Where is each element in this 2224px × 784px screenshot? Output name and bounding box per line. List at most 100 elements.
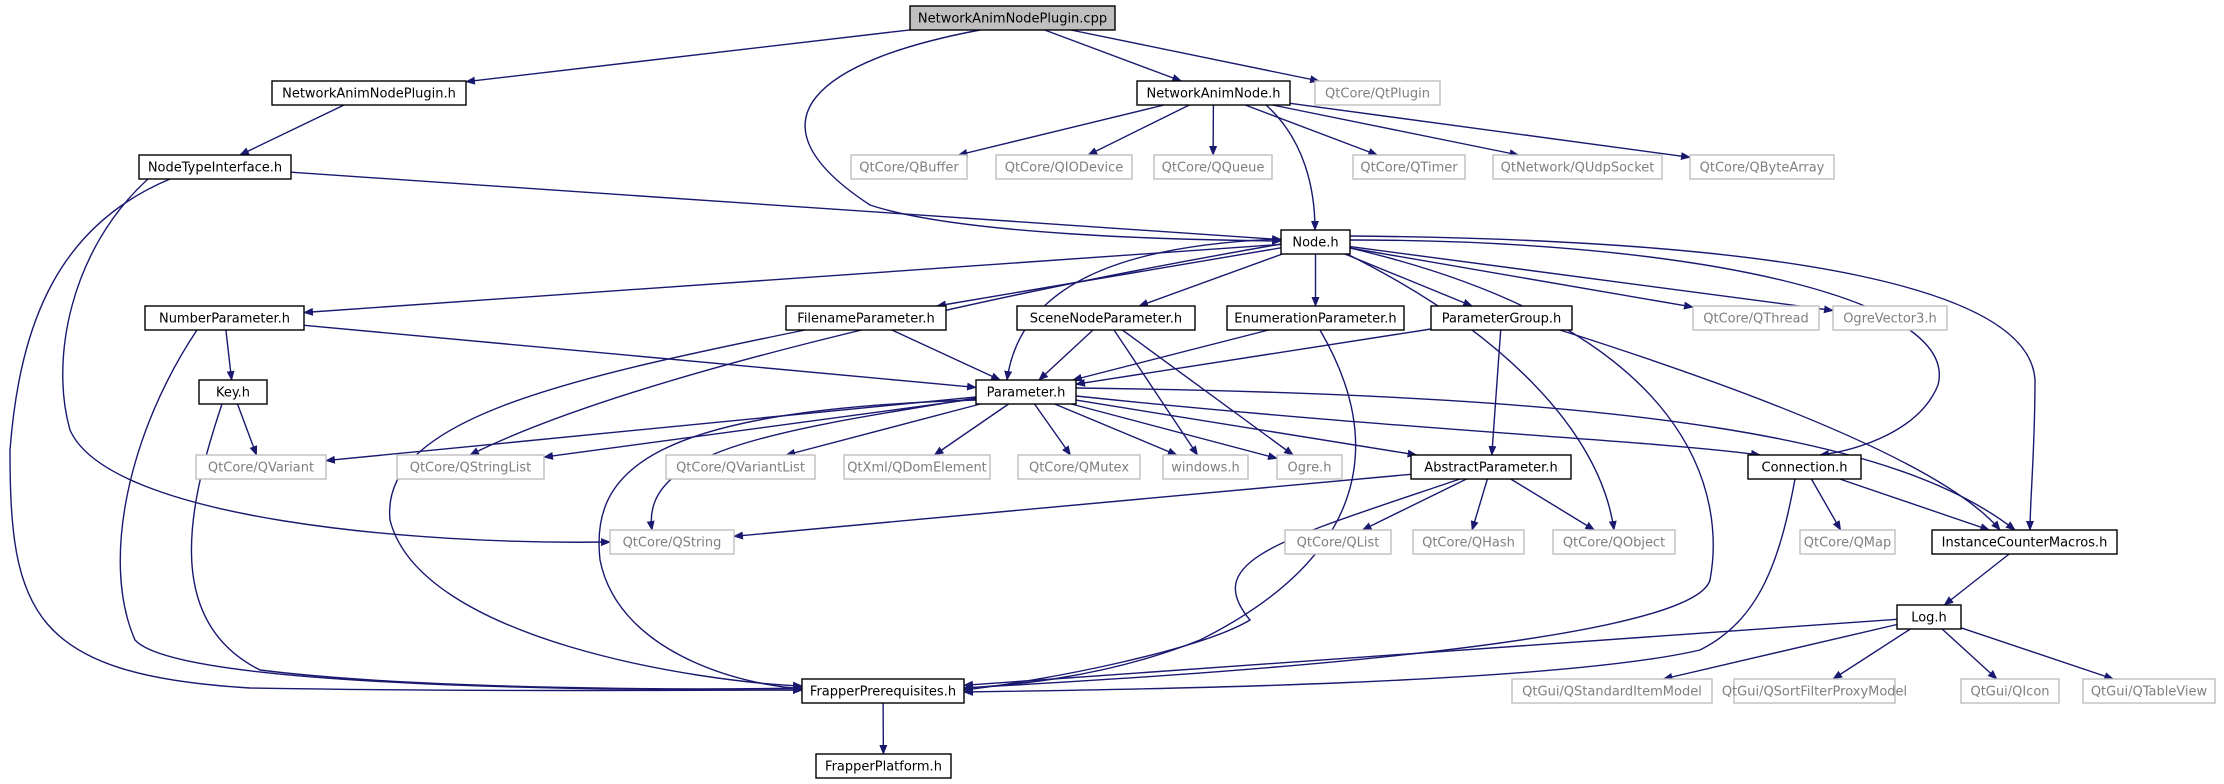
nodes-layer: NetworkAnimNodePlugin.cppNetworkAnimNode… (138, 5, 2216, 779)
node-box (1896, 604, 1962, 630)
edge-parameter-h-to-qvariant (325, 396, 977, 464)
node-label: EnumerationParameter.h (1234, 312, 1396, 327)
edge-parameter-h-to-windows-h (1054, 403, 1178, 456)
node-box (609, 529, 735, 555)
edge-node-h-to-parametergroup-h (1344, 253, 1474, 307)
node-label: QtCore/QMap (1804, 536, 1891, 551)
edge-log-h-to-qsortfilterproxymodel (1832, 628, 1911, 680)
node-box (1136, 80, 1291, 106)
edges-layer (9, 29, 2115, 755)
node-box (1410, 454, 1572, 480)
node-label: QtCore/QObject (1563, 536, 1665, 551)
node-qmap: QtCore/QMap (1799, 529, 1896, 555)
node-numberparameter-h[interactable]: NumberParameter.h (144, 305, 305, 331)
edge-networkanimnode-h-to-node-h (1265, 104, 1319, 231)
edge-parameter-h-to-instancecountermacros-h (1075, 387, 2016, 531)
node-box (1960, 678, 2060, 704)
edge-nodetypeinterface-h-to-node-h (290, 171, 1282, 243)
node-label: FrapperPrerequisites.h (810, 685, 956, 700)
node-qhash: QtCore/QHash (1412, 529, 1525, 555)
edge-networkanimnode-h-to-qiodevice (1087, 104, 1190, 156)
node-label: QtGui/QIcon (1970, 685, 2049, 700)
node-label: NetworkAnimNodePlugin.h (282, 87, 456, 102)
edge-scenenodeparameter-h-to-ogre-h (1121, 329, 1294, 456)
node-frapperplatform-h[interactable]: FrapperPlatform.h (815, 753, 952, 779)
node-label: InstanceCounterMacros.h (1942, 536, 2108, 551)
edge-nodetypeinterface-h-to-qstring (62, 178, 611, 547)
node-enumerationparameter-h[interactable]: EnumerationParameter.h (1226, 305, 1405, 331)
edge-parameter-h-to-qstring (646, 397, 977, 531)
node-box (1276, 454, 1343, 480)
edge-parameter-h-to-qmutex (1033, 403, 1072, 456)
node-qbuffer: QtCore/QBuffer (850, 154, 968, 180)
edge-networkanimnodeplugin-cpp-to-qtplugin (1070, 29, 1321, 84)
node-qstandarditemmodel: QtGui/QStandardItemModel (1511, 678, 1713, 704)
node-label: QtCore/QVariantList (676, 461, 805, 476)
node-parameter-h[interactable]: Parameter.h (975, 379, 1077, 405)
node-label: NumberParameter.h (159, 312, 290, 327)
node-box (1430, 305, 1573, 331)
edge-abstractparameter-h-to-frapperprerequisites-h (963, 478, 1461, 693)
node-label: QtCore/QHash (1422, 536, 1515, 551)
node-qsortfilterproxymodel: QtGui/QSortFilterProxyModel (1722, 678, 1907, 704)
node-box (138, 154, 292, 180)
edge-abstractparameter-h-to-qlist (1361, 478, 1467, 531)
edge-node-h-to-connection-h (1349, 239, 1940, 458)
node-node-h[interactable]: Node.h (1280, 229, 1351, 255)
node-box (909, 5, 1116, 31)
node-label: QtCore/QMutex (1029, 461, 1129, 476)
node-label: QtCore/QByteArray (1700, 161, 1825, 176)
node-networkanimnodeplugin-h[interactable]: NetworkAnimNodePlugin.h (271, 80, 467, 106)
node-networkanimnode-h[interactable]: NetworkAnimNode.h (1136, 80, 1291, 106)
node-box (195, 454, 327, 480)
node-qvariantlist: QtCore/QVariantList (665, 454, 816, 480)
node-box (1511, 678, 1713, 704)
node-qicon: QtGui/QIcon (1960, 678, 2060, 704)
node-nodetypeinterface-h[interactable]: NodeTypeInterface.h (138, 154, 292, 180)
node-box (1799, 529, 1896, 555)
node-label: OgreVector3.h (1843, 312, 1937, 327)
node-parametergroup-h[interactable]: ParameterGroup.h (1430, 305, 1573, 331)
node-label: Key.h (216, 386, 250, 401)
node-abstractparameter-h[interactable]: AbstractParameter.h (1410, 454, 1572, 480)
node-filenameparameter-h[interactable]: FilenameParameter.h (785, 305, 947, 331)
node-qstring: QtCore/QString (609, 529, 735, 555)
node-box (1747, 454, 1862, 480)
node-label: FrapperPlatform.h (825, 760, 942, 775)
node-connection-h[interactable]: Connection.h (1747, 454, 1862, 480)
node-box (975, 379, 1077, 405)
node-label: QtCore/QTimer (1360, 161, 1458, 176)
edge-node-h-to-frapperprerequisites-h (963, 247, 1714, 692)
node-instancecountermacros-h[interactable]: InstanceCounterMacros.h (1931, 529, 2118, 555)
node-frapperprerequisites-h[interactable]: FrapperPrerequisites.h (801, 678, 965, 704)
edge-filenameparameter-h-to-parameter-h (891, 329, 1002, 381)
edge-networkanimnodeplugin-cpp-to-networkanimnode-h (1044, 29, 1183, 82)
node-label: Node.h (1292, 236, 1338, 251)
edge-networkanimnodeplugin-cpp-to-networkanimnodeplugin-h (465, 29, 911, 85)
node-box (1733, 678, 1896, 704)
node-qiodevice: QtCore/QIODevice (995, 154, 1133, 180)
node-label: NetworkAnimNodePlugin.cpp (918, 12, 1107, 27)
edge-key-h-to-qvariant (236, 403, 258, 456)
node-qmutex: QtCore/QMutex (1017, 454, 1141, 480)
node-scenenodeparameter-h[interactable]: SceneNodeParameter.h (1016, 305, 1196, 331)
edge-numberparameter-h-to-parameter-h (303, 324, 977, 391)
node-networkanimnodeplugin-cpp[interactable]: NetworkAnimNodePlugin.cpp (909, 5, 1116, 31)
node-label: QtGui/QStandardItemModel (1522, 685, 1702, 700)
edge-instancecountermacros-h-to-log-h (1943, 553, 2010, 606)
node-box (665, 454, 816, 480)
node-box (2082, 678, 2216, 704)
node-box (1689, 154, 1835, 180)
node-qvariant: QtCore/QVariant (195, 454, 327, 480)
edge-abstractparameter-h-to-qstring (733, 473, 1412, 540)
edge-scenenodeparameter-h-to-windows-h (1113, 329, 1199, 456)
node-box (1226, 305, 1405, 331)
edge-log-h-to-qstandarditemmodel (1662, 623, 1898, 681)
node-label: NetworkAnimNode.h (1147, 87, 1281, 102)
node-label: QtCore/QQueue (1162, 161, 1265, 176)
node-key-h[interactable]: Key.h (198, 379, 268, 405)
node-log-h[interactable]: Log.h (1896, 604, 1962, 630)
edge-node-h-to-scenenodeparameter-h (1138, 253, 1283, 307)
edge-connection-h-to-frapperprerequisites-h (963, 478, 1796, 696)
node-qtableview: QtGui/QTableView (2082, 678, 2216, 704)
